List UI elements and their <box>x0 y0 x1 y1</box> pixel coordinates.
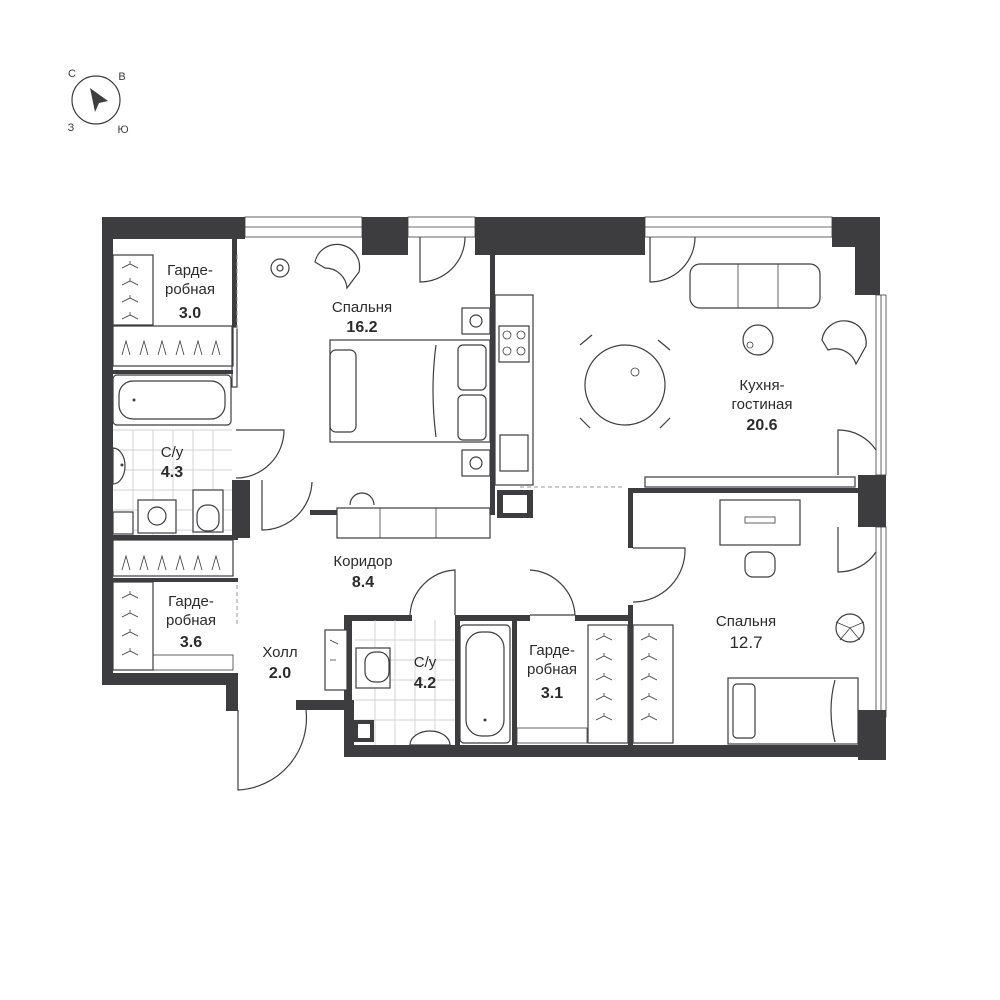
room-wardrobe-1: Гарде- робная 3.0 <box>165 262 215 322</box>
compass-arrow-icon <box>90 88 108 112</box>
bedroom-1-furniture <box>270 243 491 539</box>
room-name: Спальня <box>716 613 776 630</box>
room-bathroom-2: С/у 4.2 <box>414 654 437 692</box>
room-area: 2.0 <box>269 665 291 682</box>
bathroom-2-furniture <box>354 620 511 746</box>
room-area: 4.3 <box>161 464 183 481</box>
bathroom-1-furniture <box>112 374 232 535</box>
room-name-line1: Гарде- <box>529 642 575 659</box>
exterior-walls <box>102 216 887 760</box>
room-name-line2: гостиная <box>732 396 793 413</box>
room-area: 3.0 <box>179 305 201 322</box>
room-bedroom-2: Спальня 12.7 <box>716 613 776 652</box>
wardrobe-1-furniture <box>112 254 234 367</box>
room-kitchen: Кухня- гостиная 20.6 <box>732 377 793 434</box>
room-area: 3.6 <box>180 634 202 651</box>
compass-ring <box>71 75 121 125</box>
compass-north-label: С <box>68 68 76 80</box>
bedroom-2-furniture <box>719 499 865 745</box>
room-name: С/у <box>161 444 184 461</box>
room-bedroom-1: Спальня 16.2 <box>332 299 392 336</box>
room-labels: Гарде- робная 3.0 Спальня 16.2 С/у 4.3 К… <box>161 262 793 702</box>
room-name-line2: робная <box>165 281 215 298</box>
room-name-line1: Гарде- <box>168 593 214 610</box>
hall-furniture <box>324 629 348 691</box>
wardrobe-2-furniture <box>112 539 234 671</box>
room-name-line2: робная <box>527 661 577 678</box>
room-name: С/у <box>414 654 437 671</box>
room-hall: Холл 2.0 <box>262 644 297 682</box>
room-area: 16.2 <box>346 319 377 336</box>
compass-south-label: Ю <box>117 124 128 136</box>
room-bathroom-1: С/у 4.3 <box>161 444 184 481</box>
plant-icon <box>835 613 865 643</box>
room-name-line1: Гарде- <box>167 262 213 279</box>
room-area: 3.1 <box>541 685 563 702</box>
compass: С В З Ю <box>68 68 129 136</box>
doors <box>235 236 877 791</box>
room-name-line2: робная <box>166 612 216 629</box>
room-name: Коридор <box>333 553 392 570</box>
room-wardrobe-2: Гарде- робная 3.6 <box>166 593 216 651</box>
room-corridor: Коридор 8.4 <box>333 553 392 591</box>
room-name: Спальня <box>332 299 392 316</box>
room-wardrobe-3: Гарде- робная 3.1 <box>527 642 577 702</box>
wardrobe-3-furniture <box>516 624 674 744</box>
room-name-line1: Кухня- <box>739 377 784 394</box>
compass-east-label: В <box>118 71 125 83</box>
room-name: Холл <box>262 644 297 661</box>
room-area: 4.2 <box>414 675 436 692</box>
room-area: 8.4 <box>352 574 374 591</box>
room-area: 20.6 <box>746 417 777 434</box>
kitchen-furniture <box>494 263 867 518</box>
compass-west-label: З <box>68 122 75 134</box>
room-area: 12.7 <box>729 633 762 652</box>
